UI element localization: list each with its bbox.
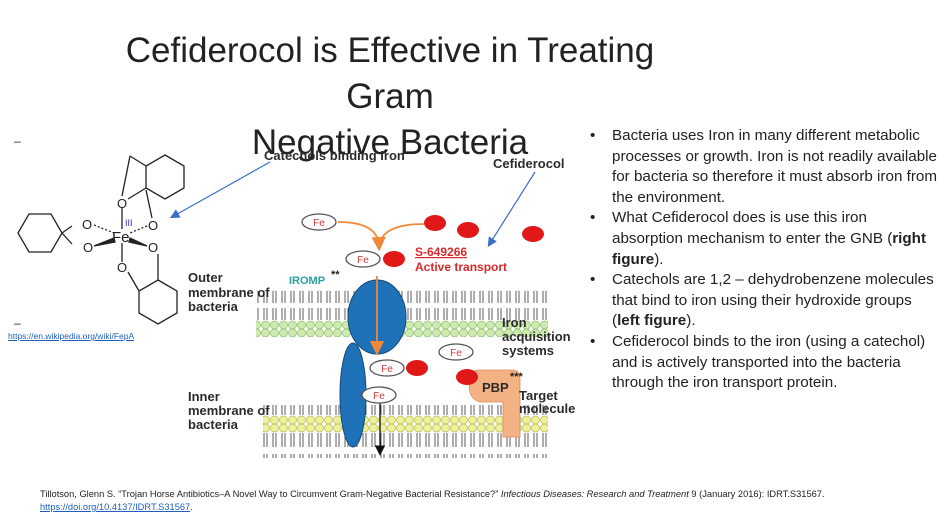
drug-uptake-arrow: [378, 223, 425, 247]
title-line-1: Cefiderocol is Effective in Treating Gra…: [125, 31, 655, 116]
target-molecule-label: Target: [519, 388, 558, 403]
cefiderocol-molecule: [522, 226, 544, 242]
pbp-label: PBP: [482, 380, 509, 395]
bullet-text: Bacteria uses Iron in many different met…: [612, 127, 938, 206]
inner-membrane-label: bacteria: [188, 417, 239, 432]
cefiderocol-molecule: [406, 360, 428, 376]
outer-membrane-label: Outer: [188, 270, 223, 285]
iromp-label: IROMP: [289, 275, 325, 287]
citation-text: 9 (January 2016): IDRT.S31567.: [688, 489, 825, 499]
citation-journal: Infectious Diseases: Research and Treatm…: [500, 489, 689, 499]
oxygen-atom: O: [148, 240, 158, 255]
bullet-item: Bacteria uses Iron in many different met…: [590, 126, 940, 208]
iron-atom-label: Fe: [112, 229, 130, 246]
citation-text: Tillotson, Glenn S. “Trojan Horse Antibi…: [40, 489, 501, 499]
fe-label: Fe: [373, 391, 385, 402]
iromp-mark: **: [331, 269, 340, 281]
oxygen-atom: O: [117, 196, 127, 211]
fe-ion: [301, 213, 337, 231]
wikipedia-source-link[interactable]: https://en.wikipedia.org/wiki/FepA: [8, 331, 135, 341]
fe-label: Fe: [450, 348, 462, 359]
catechols-label: Catechols binding Iron: [264, 148, 405, 163]
bullet-text: ).: [686, 312, 696, 330]
oxidation-state-label: III: [125, 218, 133, 228]
iron-acquisition-label: systems: [502, 343, 554, 358]
fe-ion: [345, 250, 381, 268]
cefiderocol-molecule: [457, 222, 479, 238]
oxygen-atom: O: [148, 218, 158, 233]
doi-link[interactable]: https://doi.org/10.4137/IDRT.S31567: [40, 502, 191, 512]
bullet-list: Bacteria uses Iron in many different met…: [590, 126, 940, 394]
iron-acquisition-label: acquisition: [502, 329, 571, 344]
title-line-2: Negative Bacteria: [251, 123, 529, 162]
inner-membrane-label: membrane of: [188, 403, 270, 418]
fe-ion: [438, 343, 474, 361]
bullet-text: ).: [654, 250, 664, 268]
iron-uptake-arrow: [337, 221, 386, 252]
compound-code: S-649266: [415, 245, 467, 259]
benzene-ring-top: [145, 154, 185, 200]
outer-membrane-label: bacteria: [188, 299, 239, 314]
cefiderocol-arrow: [487, 171, 536, 248]
fe-label: Fe: [357, 255, 369, 266]
active-transport-label: Active transport: [415, 260, 507, 274]
fe-label: Fe: [313, 218, 325, 229]
bullet-bold: left figure: [617, 312, 687, 330]
bullet-text: What Cefiderocol does is use this iron a…: [612, 209, 893, 247]
oxygen-atom: O: [83, 240, 93, 255]
dash-marker: –: [14, 134, 21, 148]
cefiderocol-molecule: [424, 215, 446, 231]
dash-marker: –: [14, 316, 21, 330]
catechols-arrow: [169, 161, 271, 219]
inner-membrane-label: Inner: [188, 389, 220, 404]
benzene-ring-bottom: [138, 279, 178, 325]
inner-membrane: [263, 405, 548, 458]
slide-title: Cefiderocol is Effective in Treating Gra…: [80, 28, 700, 166]
benzene-ring-left: [17, 213, 63, 253]
citation-text: .: [190, 502, 193, 512]
bullet-text: Cefiderocol binds to the iron (using a c…: [612, 332, 926, 392]
fe-ion: [361, 386, 397, 404]
catechol-iron-molecule: [17, 154, 185, 325]
bullet-item: Cefiderocol binds to the iron (using a c…: [590, 332, 940, 394]
outer-membrane-label: membrane of: [188, 285, 270, 300]
bullet-bold: right figure: [612, 229, 927, 268]
cefiderocol-label: Cefiderocol: [493, 156, 565, 171]
bullet-text: Catechols are 1,2 – dehydrobenzene molec…: [612, 271, 934, 330]
bullet-item: What Cefiderocol does is use this iron a…: [590, 208, 940, 270]
fe-ion: [369, 359, 405, 377]
cefiderocol-molecule: [383, 251, 405, 267]
bullet-item: Catechols are 1,2 – dehydrobenzene molec…: [590, 270, 940, 332]
iron-acquisition-label: Iron: [502, 315, 527, 330]
pbp-mark: ***: [510, 371, 524, 383]
oxygen-atom: O: [117, 260, 127, 275]
target-molecule-label: molecule: [519, 401, 575, 416]
oxygen-atom: O: [82, 217, 92, 232]
citation: Tillotson, Glenn S. “Trojan Horse Antibi…: [40, 488, 940, 514]
cefiderocol-molecule: [456, 369, 478, 385]
fe-label: Fe: [381, 364, 393, 375]
